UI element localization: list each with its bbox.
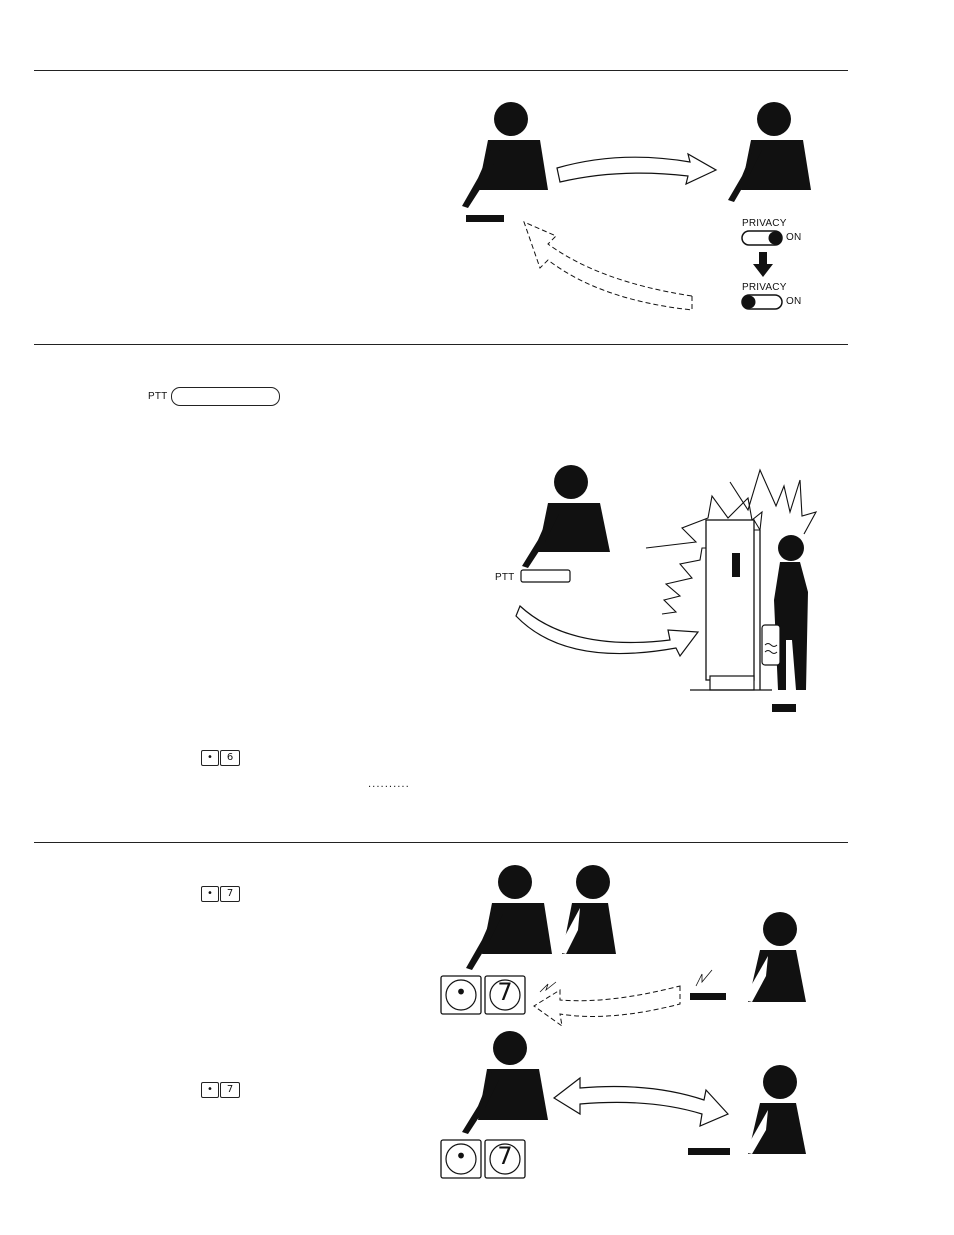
person-operator-a-icon (466, 865, 552, 970)
person-remote-a-icon (744, 912, 806, 1002)
incoming-dashed-arrow-icon (533, 985, 681, 1028)
section-divider-middle (34, 344, 848, 345)
person-companion-icon (558, 865, 616, 954)
key-7-a: 7 (220, 886, 240, 902)
section-divider-top (34, 70, 848, 71)
two-way-arrow-icon (552, 1076, 730, 1127)
privacy-label-top: PRIVACY (742, 218, 787, 229)
privacy-switch-on-icon (741, 230, 783, 246)
call-arrow-right-icon (556, 152, 718, 186)
big-key-dot-b: • (455, 1144, 467, 1168)
person-caller-icon (462, 102, 548, 222)
ptt-button (171, 387, 280, 406)
ptt-label-illustration: PTT (495, 572, 515, 583)
person-operator-b-icon (462, 1031, 548, 1134)
dotted-leader: .......... (368, 779, 410, 790)
big-key-dot-a: • (455, 980, 467, 1004)
key-dot-b: • (201, 1082, 219, 1098)
person-ptt-icon (522, 465, 610, 568)
section-divider-bottom (34, 842, 848, 843)
person-receiver-icon (728, 102, 811, 202)
key-dot: • (201, 750, 219, 766)
ptt-label: PTT (148, 391, 168, 402)
down-arrow-icon (753, 252, 773, 277)
return-dashed-arrow-icon (523, 221, 693, 311)
big-key-7-a: 7 (497, 978, 513, 1006)
page-arrow-icon (515, 604, 700, 658)
person-standing-icon (761, 535, 808, 712)
privacy-switch-off-icon (741, 294, 783, 310)
key-6: 6 (220, 750, 240, 766)
door-speaker-icon (645, 468, 818, 691)
key-7-b: 7 (220, 1082, 240, 1098)
privacy-label-bottom: PRIVACY (742, 282, 787, 293)
big-key-7-b: 7 (497, 1142, 513, 1170)
ptt-bar-illustration (520, 569, 571, 583)
person-remote-b-icon (744, 1065, 806, 1154)
on-label-bottom: ON (786, 296, 802, 307)
on-label-top: ON (786, 232, 802, 243)
key-dot-a: • (201, 886, 219, 902)
